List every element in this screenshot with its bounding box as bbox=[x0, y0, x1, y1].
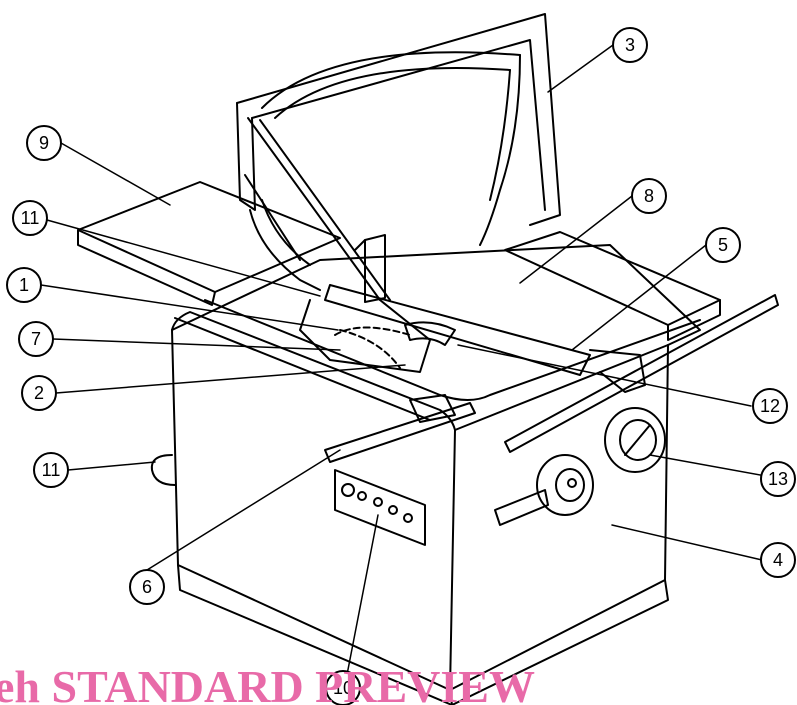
control-panel bbox=[334, 469, 426, 546]
svg-text:1: 1 bbox=[19, 275, 29, 295]
callout-3: 3 bbox=[612, 27, 648, 63]
watermark-text: eh STANDARD PREVIEW bbox=[0, 661, 535, 705]
handwheel-right bbox=[604, 407, 666, 473]
svg-text:7: 7 bbox=[31, 329, 41, 349]
svg-text:4: 4 bbox=[773, 550, 783, 570]
callout-6: 6 bbox=[129, 569, 165, 605]
callout-11-lower: 11 bbox=[33, 452, 69, 488]
svg-text:5: 5 bbox=[718, 235, 728, 255]
callout-13: 13 bbox=[760, 461, 796, 497]
callout-5: 5 bbox=[705, 227, 741, 263]
svg-text:11: 11 bbox=[21, 208, 40, 228]
svg-text:6: 6 bbox=[142, 577, 152, 597]
crosscut-fence bbox=[324, 394, 476, 463]
callout-8: 8 bbox=[631, 178, 667, 214]
callout-10: 10 bbox=[325, 670, 361, 705]
cabinet-body bbox=[171, 311, 669, 705]
extraction-hose bbox=[249, 51, 521, 291]
svg-text:8: 8 bbox=[644, 186, 654, 206]
callout-1: 1 bbox=[6, 267, 42, 303]
right-guide-rail bbox=[504, 294, 779, 453]
left-extension-table bbox=[77, 181, 341, 306]
callout-9: 9 bbox=[26, 125, 62, 161]
rip-fence bbox=[324, 234, 591, 376]
blade-guard bbox=[299, 299, 456, 373]
svg-text:13: 13 bbox=[768, 469, 788, 489]
guard-frame bbox=[236, 13, 561, 301]
svg-text:11: 11 bbox=[42, 460, 61, 480]
callout-7: 7 bbox=[18, 321, 54, 357]
leader-lines bbox=[40, 44, 767, 686]
svg-text:2: 2 bbox=[34, 383, 44, 403]
svg-text:12: 12 bbox=[760, 396, 780, 416]
callout-12: 12 bbox=[752, 388, 788, 424]
svg-text:9: 9 bbox=[39, 133, 49, 153]
callout-4: 4 bbox=[760, 542, 796, 578]
callout-2: 2 bbox=[21, 375, 57, 411]
callout-11-upper: 11 bbox=[12, 200, 48, 236]
svg-text:3: 3 bbox=[625, 35, 635, 55]
svg-text:10: 10 bbox=[333, 678, 353, 698]
side-knob bbox=[150, 454, 176, 486]
handwheel-front bbox=[494, 454, 594, 526]
right-extension-table bbox=[504, 231, 721, 341]
